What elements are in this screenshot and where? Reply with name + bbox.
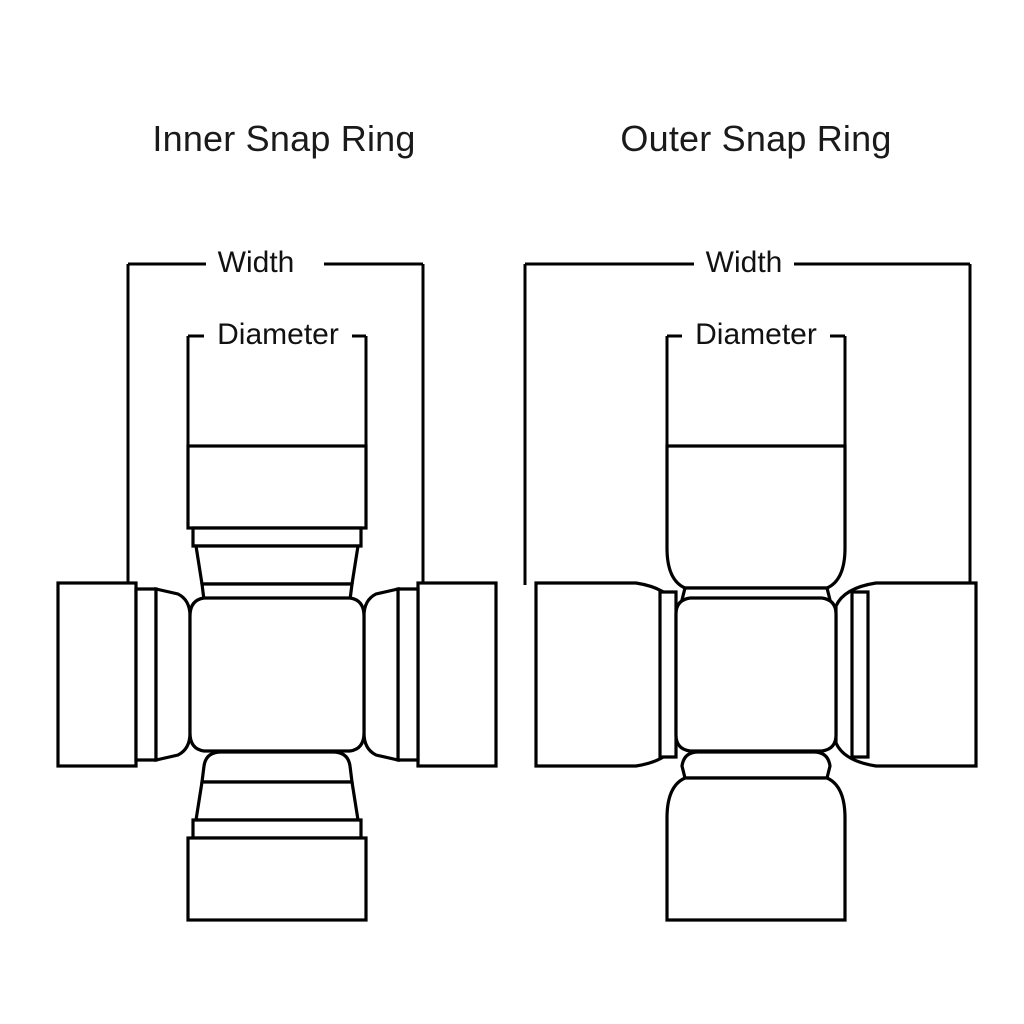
width-label-outer: Width	[694, 248, 794, 278]
width-dimension-inner	[126, 262, 425, 585]
outer-snap-ring-title: Outer Snap Ring	[620, 118, 892, 159]
diameter-label-outer: Diameter	[682, 320, 830, 350]
diameter-dimension-outer	[665, 334, 847, 446]
width-label-inner: Width	[206, 248, 306, 278]
outer-snap-ring-diagram: Width Diameter	[512, 0, 1024, 1024]
diameter-dimension-inner	[186, 334, 368, 446]
diameter-label-inner: Diameter	[204, 320, 352, 350]
inner-snap-ring-title: Inner Snap Ring	[152, 118, 416, 159]
inner-snap-ring-diagram: Width Diameter	[56, 248, 498, 922]
width-dimension-outer	[523, 262, 972, 585]
